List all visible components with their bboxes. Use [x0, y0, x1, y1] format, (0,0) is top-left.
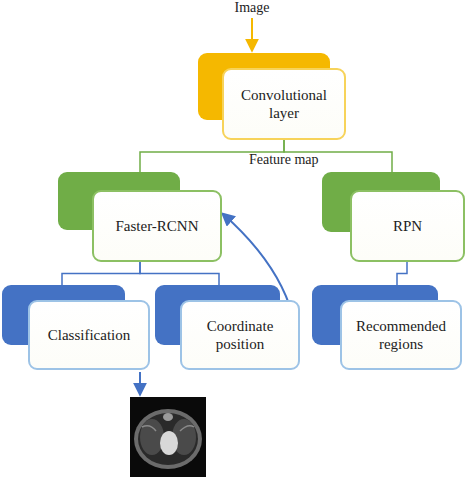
- connector: [397, 262, 407, 285]
- connector: [140, 262, 219, 285]
- box-face: Coordinate position: [180, 300, 300, 370]
- output-arrow: [139, 372, 141, 394]
- mri-image: [130, 397, 206, 477]
- box-face: Classification: [28, 300, 150, 370]
- process-box: Coordinate position: [155, 285, 300, 370]
- box-face: RPN: [350, 190, 465, 262]
- process-box: Recommended regions: [312, 285, 462, 370]
- text-label: Feature map: [249, 152, 319, 168]
- process-box: RPN: [322, 172, 465, 262]
- box-label: Convolutional layer: [232, 86, 336, 122]
- input-arrow: [251, 18, 253, 50]
- box-face: Convolutional layer: [222, 68, 346, 140]
- process-box: Convolutional layer: [198, 53, 346, 140]
- box-face: Recommended regions: [340, 300, 462, 370]
- box-face: Faster-RCNN: [92, 190, 222, 262]
- box-label: RPN: [393, 217, 422, 235]
- connector: [62, 262, 140, 285]
- process-box: Faster-RCNN: [58, 172, 222, 262]
- process-box: Classification: [2, 285, 150, 370]
- box-label: Faster-RCNN: [115, 217, 198, 235]
- text-label: Image: [235, 0, 270, 16]
- box-label: Classification: [48, 326, 131, 344]
- box-label: Recommended regions: [350, 317, 452, 353]
- box-label: Coordinate position: [190, 317, 290, 353]
